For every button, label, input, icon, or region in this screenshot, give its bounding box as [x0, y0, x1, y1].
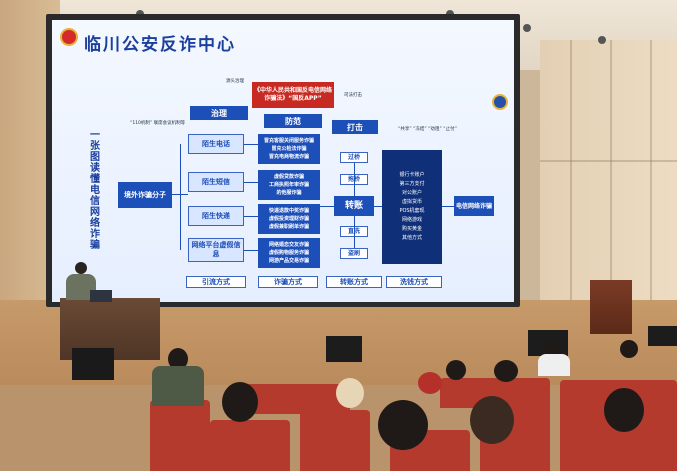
- scam-group: 网络婚恋交友诈骗 虚假购物服务诈骗 网游产品交易诈骗: [258, 238, 320, 268]
- badge-icon: [492, 94, 508, 110]
- screen-title: 临川公安反诈中心: [84, 35, 236, 55]
- audience-member: [418, 372, 442, 394]
- governance-box: 治理: [190, 106, 248, 120]
- note-freeze: “共享” “冻结” “劝阻” “止付”: [398, 127, 457, 132]
- audience-member: [336, 378, 364, 408]
- bottom-label: 引流方式: [186, 276, 246, 288]
- audience-member: [470, 396, 514, 444]
- audience-member: [494, 360, 518, 382]
- police-emblem-icon: [60, 28, 78, 46]
- note-mechanism: “110机制” 联席会议机制等: [130, 121, 186, 126]
- ceiling-light: [598, 36, 606, 44]
- audience-member: [544, 340, 560, 356]
- transfer-box: 转账: [334, 196, 374, 216]
- overseas-fraudster-box: 境外诈骗分子: [118, 182, 172, 208]
- scam-type: 冒充公检法诈骗: [271, 146, 307, 152]
- channel-box: 陌生短信: [188, 172, 244, 192]
- audience-member: [620, 340, 638, 358]
- list-item: 其他方式: [401, 235, 422, 241]
- audience-member: [538, 354, 570, 376]
- audience-member: [152, 366, 204, 406]
- audience-member: [168, 348, 188, 370]
- bottom-label: 诈骗方式: [258, 276, 318, 288]
- seat: [240, 384, 350, 414]
- stage-speaker: [648, 326, 677, 346]
- list-item: 购买黄金: [401, 226, 422, 232]
- list-item: 第三方支付: [399, 181, 425, 187]
- channel-box: 陌生电话: [188, 134, 244, 154]
- vertical-title: 一张图读懂电信网络诈骗: [90, 130, 100, 251]
- scam-type: 的他服诈骗: [276, 190, 302, 196]
- scam-type: 快递退款中奖诈骗: [268, 208, 309, 214]
- laptop: [90, 290, 112, 302]
- scam-type: 冒充客服关闭服务诈骗: [263, 138, 314, 144]
- strike-box: 打击: [332, 120, 378, 134]
- scam-group: 快递退款中奖诈骗 虚假投资理财诈骗 虚假兼职刷单诈骗: [258, 204, 320, 234]
- prevention-box: 防范: [264, 114, 322, 128]
- seat: [300, 410, 370, 471]
- flow-box: 过桥: [340, 152, 368, 163]
- scam-type: 虚假投资理财诈骗: [268, 216, 309, 222]
- scam-type: 虚假购物服务诈骗: [268, 250, 309, 256]
- stage-speaker: [326, 336, 362, 362]
- note-judicial: 司法打击: [344, 93, 362, 98]
- channel-box: 陌生快递: [188, 206, 244, 226]
- audience-member: [222, 382, 258, 422]
- scam-type: 网络婚恋交友诈骗: [268, 242, 309, 248]
- list-item: POS机套现: [399, 208, 425, 214]
- audience-member: [446, 360, 466, 380]
- scam-type: 工商执照年审诈骗: [268, 182, 309, 188]
- list-item: 虚拟货币: [401, 199, 422, 205]
- laundering-list: 银行卡账户 第三方支付 对公账户 虚拟货币 POS机套现 网络游戏 购买黄金 其…: [382, 150, 442, 264]
- scam-type: 虚假贷款诈骗: [273, 174, 304, 180]
- seat: [210, 420, 290, 471]
- scam-group: 冒充客服关闭服务诈骗 冒充公检法诈骗 冒充电商物流诈骗: [258, 134, 320, 164]
- note-source-governance: 源头治理: [226, 79, 244, 84]
- list-item: 对公账户: [401, 190, 422, 196]
- projection-screen: 临川公安反诈中心 一张图读懂电信网络诈骗 《中华人民共和国反电信网络诈骗法》“国…: [52, 20, 514, 302]
- audience-member: [604, 388, 644, 432]
- channel-box: 网络平台虚假信息: [188, 238, 244, 262]
- bottom-label: 转账方式: [326, 276, 382, 288]
- scam-type: 冒充电商物流诈骗: [268, 154, 309, 160]
- flow-box: 盗刷: [340, 248, 368, 259]
- scam-group: 虚假贷款诈骗 工商执照年审诈骗 的他服诈骗: [258, 170, 320, 200]
- ceiling-light: [523, 24, 531, 32]
- stage-monitor: [72, 348, 114, 380]
- audience-member: [378, 400, 428, 450]
- telecom-fraud-box: 电信网络诈骗: [454, 196, 494, 216]
- list-item: 银行卡账户: [399, 172, 425, 178]
- lectern: [590, 280, 632, 334]
- list-item: 网络游戏: [401, 217, 422, 223]
- scam-type: 网游产品交易诈骗: [268, 258, 309, 264]
- scam-type: 虚假兼职刷单诈骗: [268, 224, 309, 230]
- seat: [150, 400, 210, 471]
- law-box: 《中华人民共和国反电信网络诈骗法》“国反APP”: [252, 82, 334, 108]
- bottom-label: 洗钱方式: [386, 276, 442, 288]
